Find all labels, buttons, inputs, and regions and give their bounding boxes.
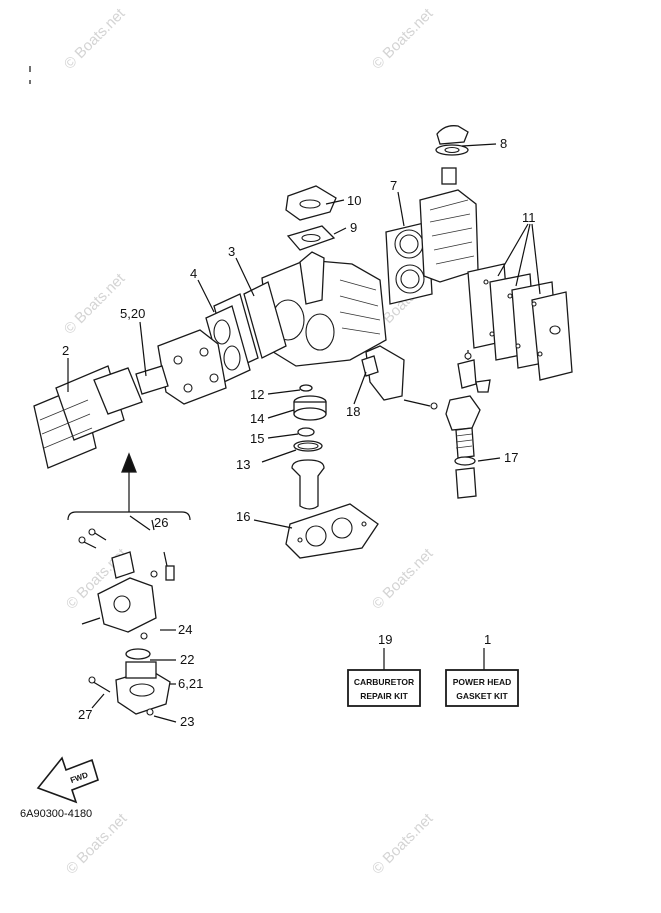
carburetor-kit-line2: REPAIR KIT [360, 691, 408, 701]
callout-22: 22 [180, 652, 194, 667]
callout-10: 10 [347, 193, 361, 208]
callout-23: 23 [180, 714, 194, 729]
forward-arrow-icon: FWD [36, 756, 99, 804]
base-gasket-part [253, 503, 379, 559]
cylinder-head-part [385, 189, 479, 305]
carburetor-part [78, 515, 177, 723]
power-head-block [261, 251, 491, 410]
callout-17: 17 [504, 450, 518, 465]
callout-11: 11 [522, 210, 536, 225]
power-head-gasket-kit: POWER HEAD GASKET KIT [445, 648, 519, 707]
callout-8: 8 [500, 136, 507, 151]
powerhead-kit-line1: POWER HEAD [453, 677, 512, 687]
callout-13: 13 [236, 457, 250, 472]
anode-part [353, 355, 379, 405]
fuel-filter-part [445, 395, 501, 499]
diagram-code: 6A90300-4180 [20, 808, 92, 820]
callout-12: 12 [250, 387, 264, 402]
callout-27: 27 [78, 707, 92, 722]
watermark-6: © Boats.net [369, 545, 437, 613]
watermark-1: © Boats.net [61, 5, 129, 73]
callout-5-20: 5,20 [120, 306, 145, 321]
callout-19: 19 [378, 632, 392, 647]
callout-9: 9 [350, 220, 357, 235]
exhaust-cover-part [467, 223, 573, 381]
callout-15: 15 [250, 431, 264, 446]
watermark-8: © Boats.net [369, 810, 437, 878]
callout-4: 4 [190, 266, 197, 281]
callout-1: 1 [484, 632, 491, 647]
callout-18: 18 [346, 404, 360, 419]
reed-valve-part [33, 358, 143, 469]
powerhead-kit-line2: GASKET KIT [456, 691, 508, 701]
watermark-2: © Boats.net [369, 5, 437, 73]
thermostat-cover-part [435, 125, 497, 185]
callout-16: 16 [236, 509, 250, 524]
carburetor-repair-kit: CARBURETOR REPAIR KIT [347, 648, 421, 707]
pump-cover-part [285, 185, 347, 251]
callout-26: 26 [154, 515, 168, 530]
callout-2: 2 [62, 343, 69, 358]
water-pipe-part [261, 384, 327, 510]
watermark-3: © Boats.net [61, 270, 129, 338]
callout-7: 7 [390, 178, 397, 193]
carburetor-kit-line1: CARBURETOR [354, 677, 414, 687]
callout-14: 14 [250, 411, 264, 426]
callout-6-21: 6,21 [178, 676, 203, 691]
intake-manifold-part [135, 321, 227, 405]
callout-24: 24 [178, 622, 192, 637]
crankcase-gasket-part [197, 257, 287, 383]
watermarks: © Boats.net © Boats.net © Boats.net © Bo… [61, 5, 437, 878]
callout-3: 3 [228, 244, 235, 259]
exploded-group-bracket [67, 452, 191, 521]
